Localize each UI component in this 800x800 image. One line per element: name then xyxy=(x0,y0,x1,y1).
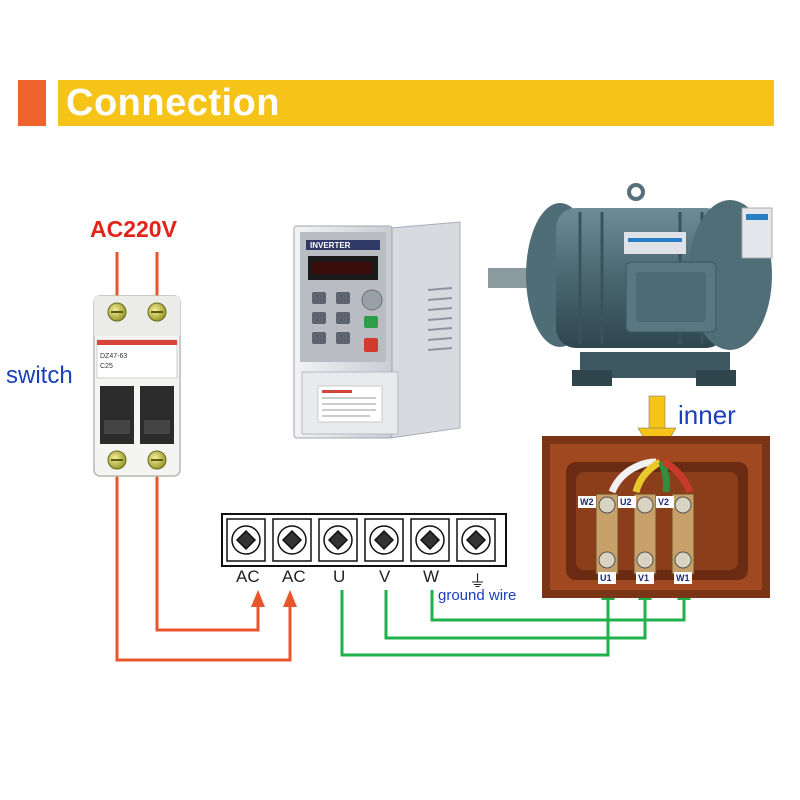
terminal-label-ac-1: AC xyxy=(236,567,260,586)
breaker-model: DZ47-63 xyxy=(100,353,127,360)
circuit-breaker: DZ47-63 C25 xyxy=(93,295,181,477)
terminal-w1: W1 xyxy=(676,573,690,583)
inverter-title: INVERTER xyxy=(310,241,351,250)
terminal-label-u: U xyxy=(333,567,346,586)
inverter: INVERTER xyxy=(293,221,461,439)
terminal-screw xyxy=(226,518,496,562)
ac220v-label: AC220V xyxy=(90,216,177,242)
terminal-label-v: V xyxy=(379,567,391,586)
banner-bar xyxy=(58,80,774,126)
terminal-block xyxy=(221,513,507,567)
motor-wires xyxy=(340,590,686,657)
arrow-ac-left xyxy=(251,590,265,607)
ground-wire-label: ground wire xyxy=(438,587,517,604)
motor-terminal-box: W2 U2 V2 U1 V1 W1 xyxy=(542,436,770,598)
switch-label: switch xyxy=(6,362,73,389)
arrow-ac-right xyxy=(283,590,297,607)
terminal-label-ac-2: AC xyxy=(282,567,306,586)
motor xyxy=(488,183,773,386)
terminal-v1: V1 xyxy=(638,573,649,583)
breaker-rating: C25 xyxy=(100,363,113,370)
supply-wires xyxy=(115,252,292,662)
inner-label: inner xyxy=(678,400,736,430)
terminal-w2: W2 xyxy=(580,497,594,507)
banner-title: Connection xyxy=(66,82,280,124)
ground-symbol-icon: ⏚ xyxy=(469,572,486,591)
banner-accent xyxy=(18,80,46,126)
terminal-v2: V2 xyxy=(658,497,669,507)
terminal-u1: U1 xyxy=(600,573,612,583)
terminal-u2: U2 xyxy=(620,497,632,507)
terminal-label-w: W xyxy=(423,567,440,586)
